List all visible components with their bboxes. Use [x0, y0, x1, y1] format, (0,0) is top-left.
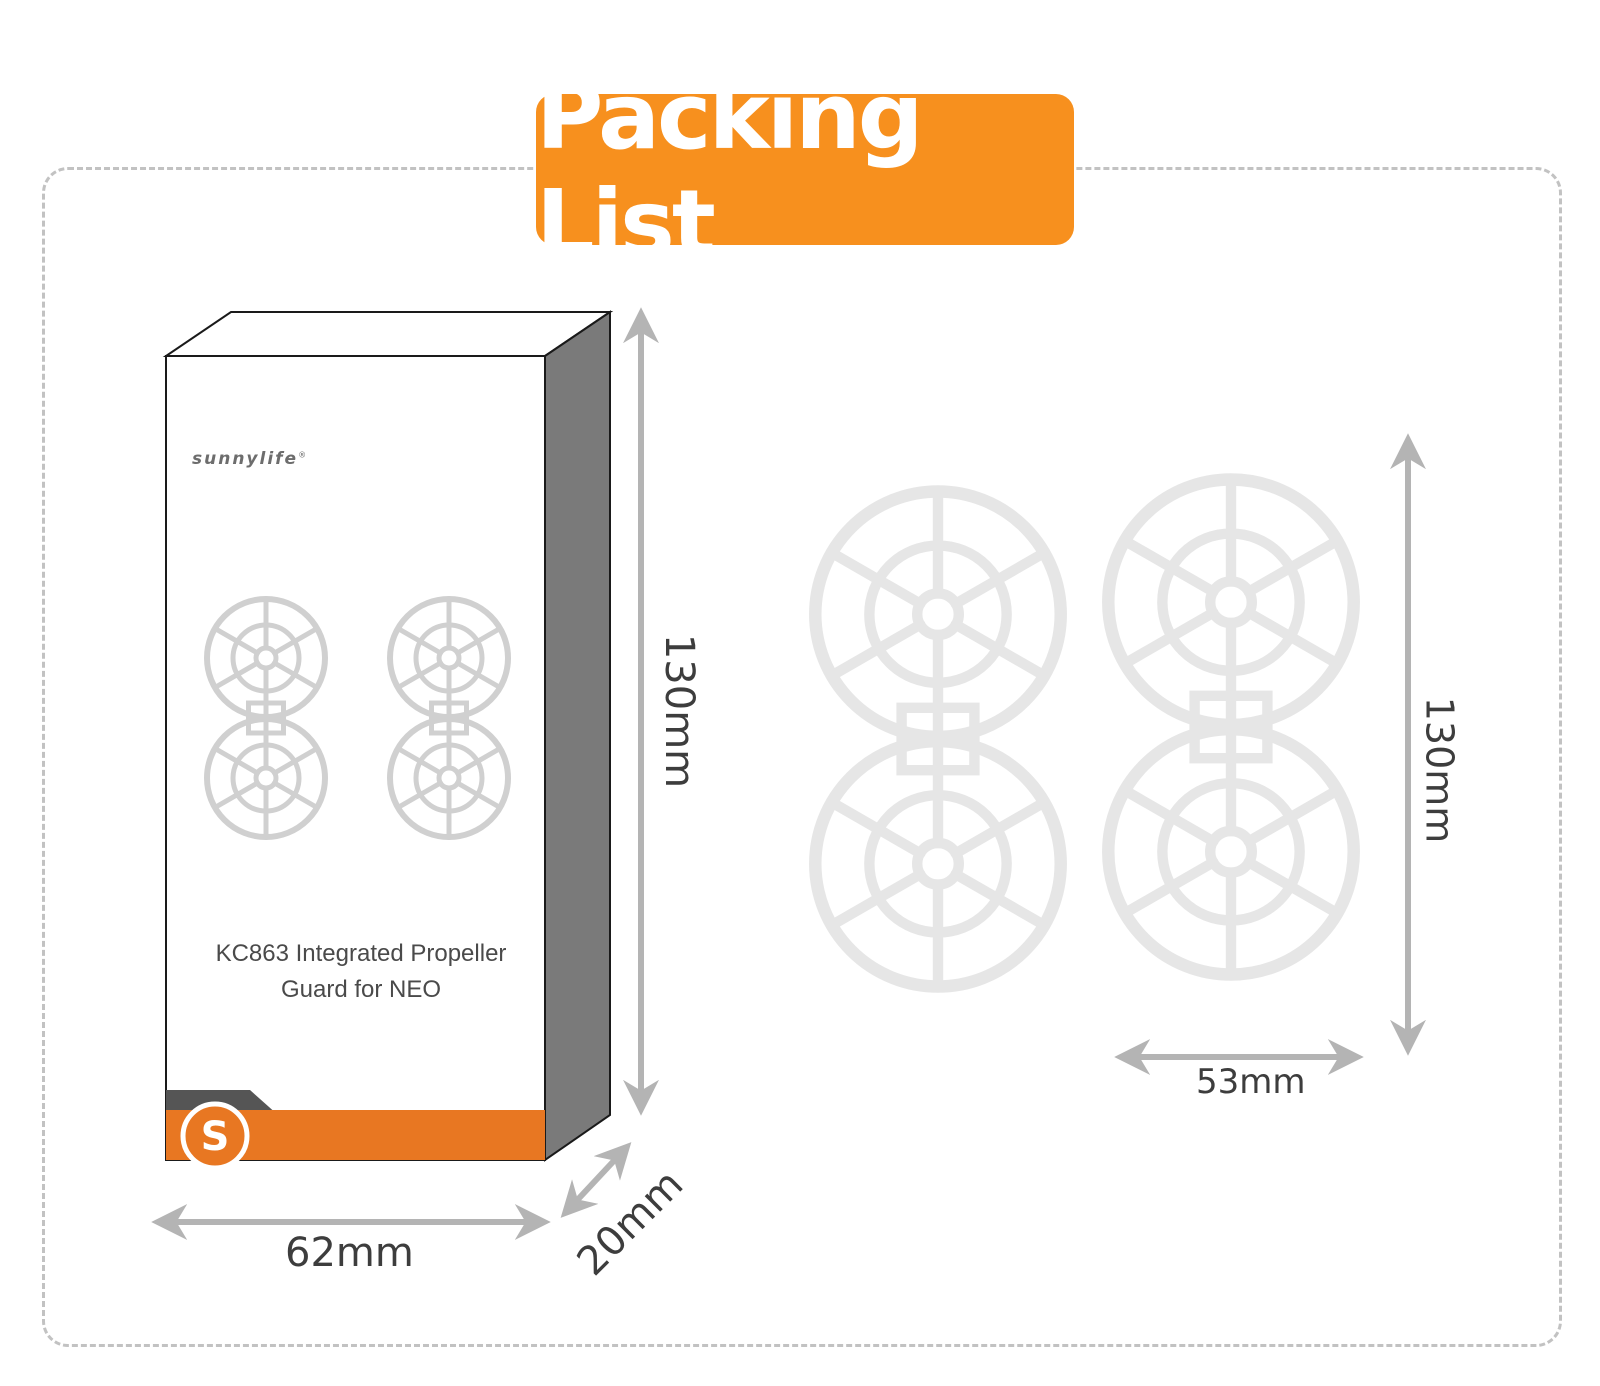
guard-width-label: 53mm	[1196, 1062, 1306, 1102]
product-name-line2: Guard for NEO	[280, 976, 442, 1003]
box-height-label: 130mm	[656, 633, 703, 789]
brand-name: sunnylife®	[192, 449, 309, 469]
propeller-guard-left	[815, 491, 1060, 986]
sunnylife-logo-icon: S	[180, 1101, 250, 1171]
logo-letter: S	[201, 1114, 230, 1160]
box-width-label: 62mm	[285, 1230, 414, 1276]
product-box: S	[162, 310, 614, 1171]
propeller-guard-right	[1108, 479, 1353, 974]
page-title: Packing List	[536, 62, 924, 277]
dimension-arrow-icon	[1114, 433, 1426, 1075]
propeller-guard-pair	[815, 479, 1353, 986]
title-banner: Packing List	[536, 63, 1074, 277]
guard-height-label: 130mm	[1417, 696, 1462, 844]
dimension-arrow-icon	[151, 307, 659, 1240]
product-name: KC863 Integrated Propeller Guard for NEO	[166, 936, 556, 1008]
product-name-line1: KC863 Integrated Propeller	[215, 940, 507, 967]
